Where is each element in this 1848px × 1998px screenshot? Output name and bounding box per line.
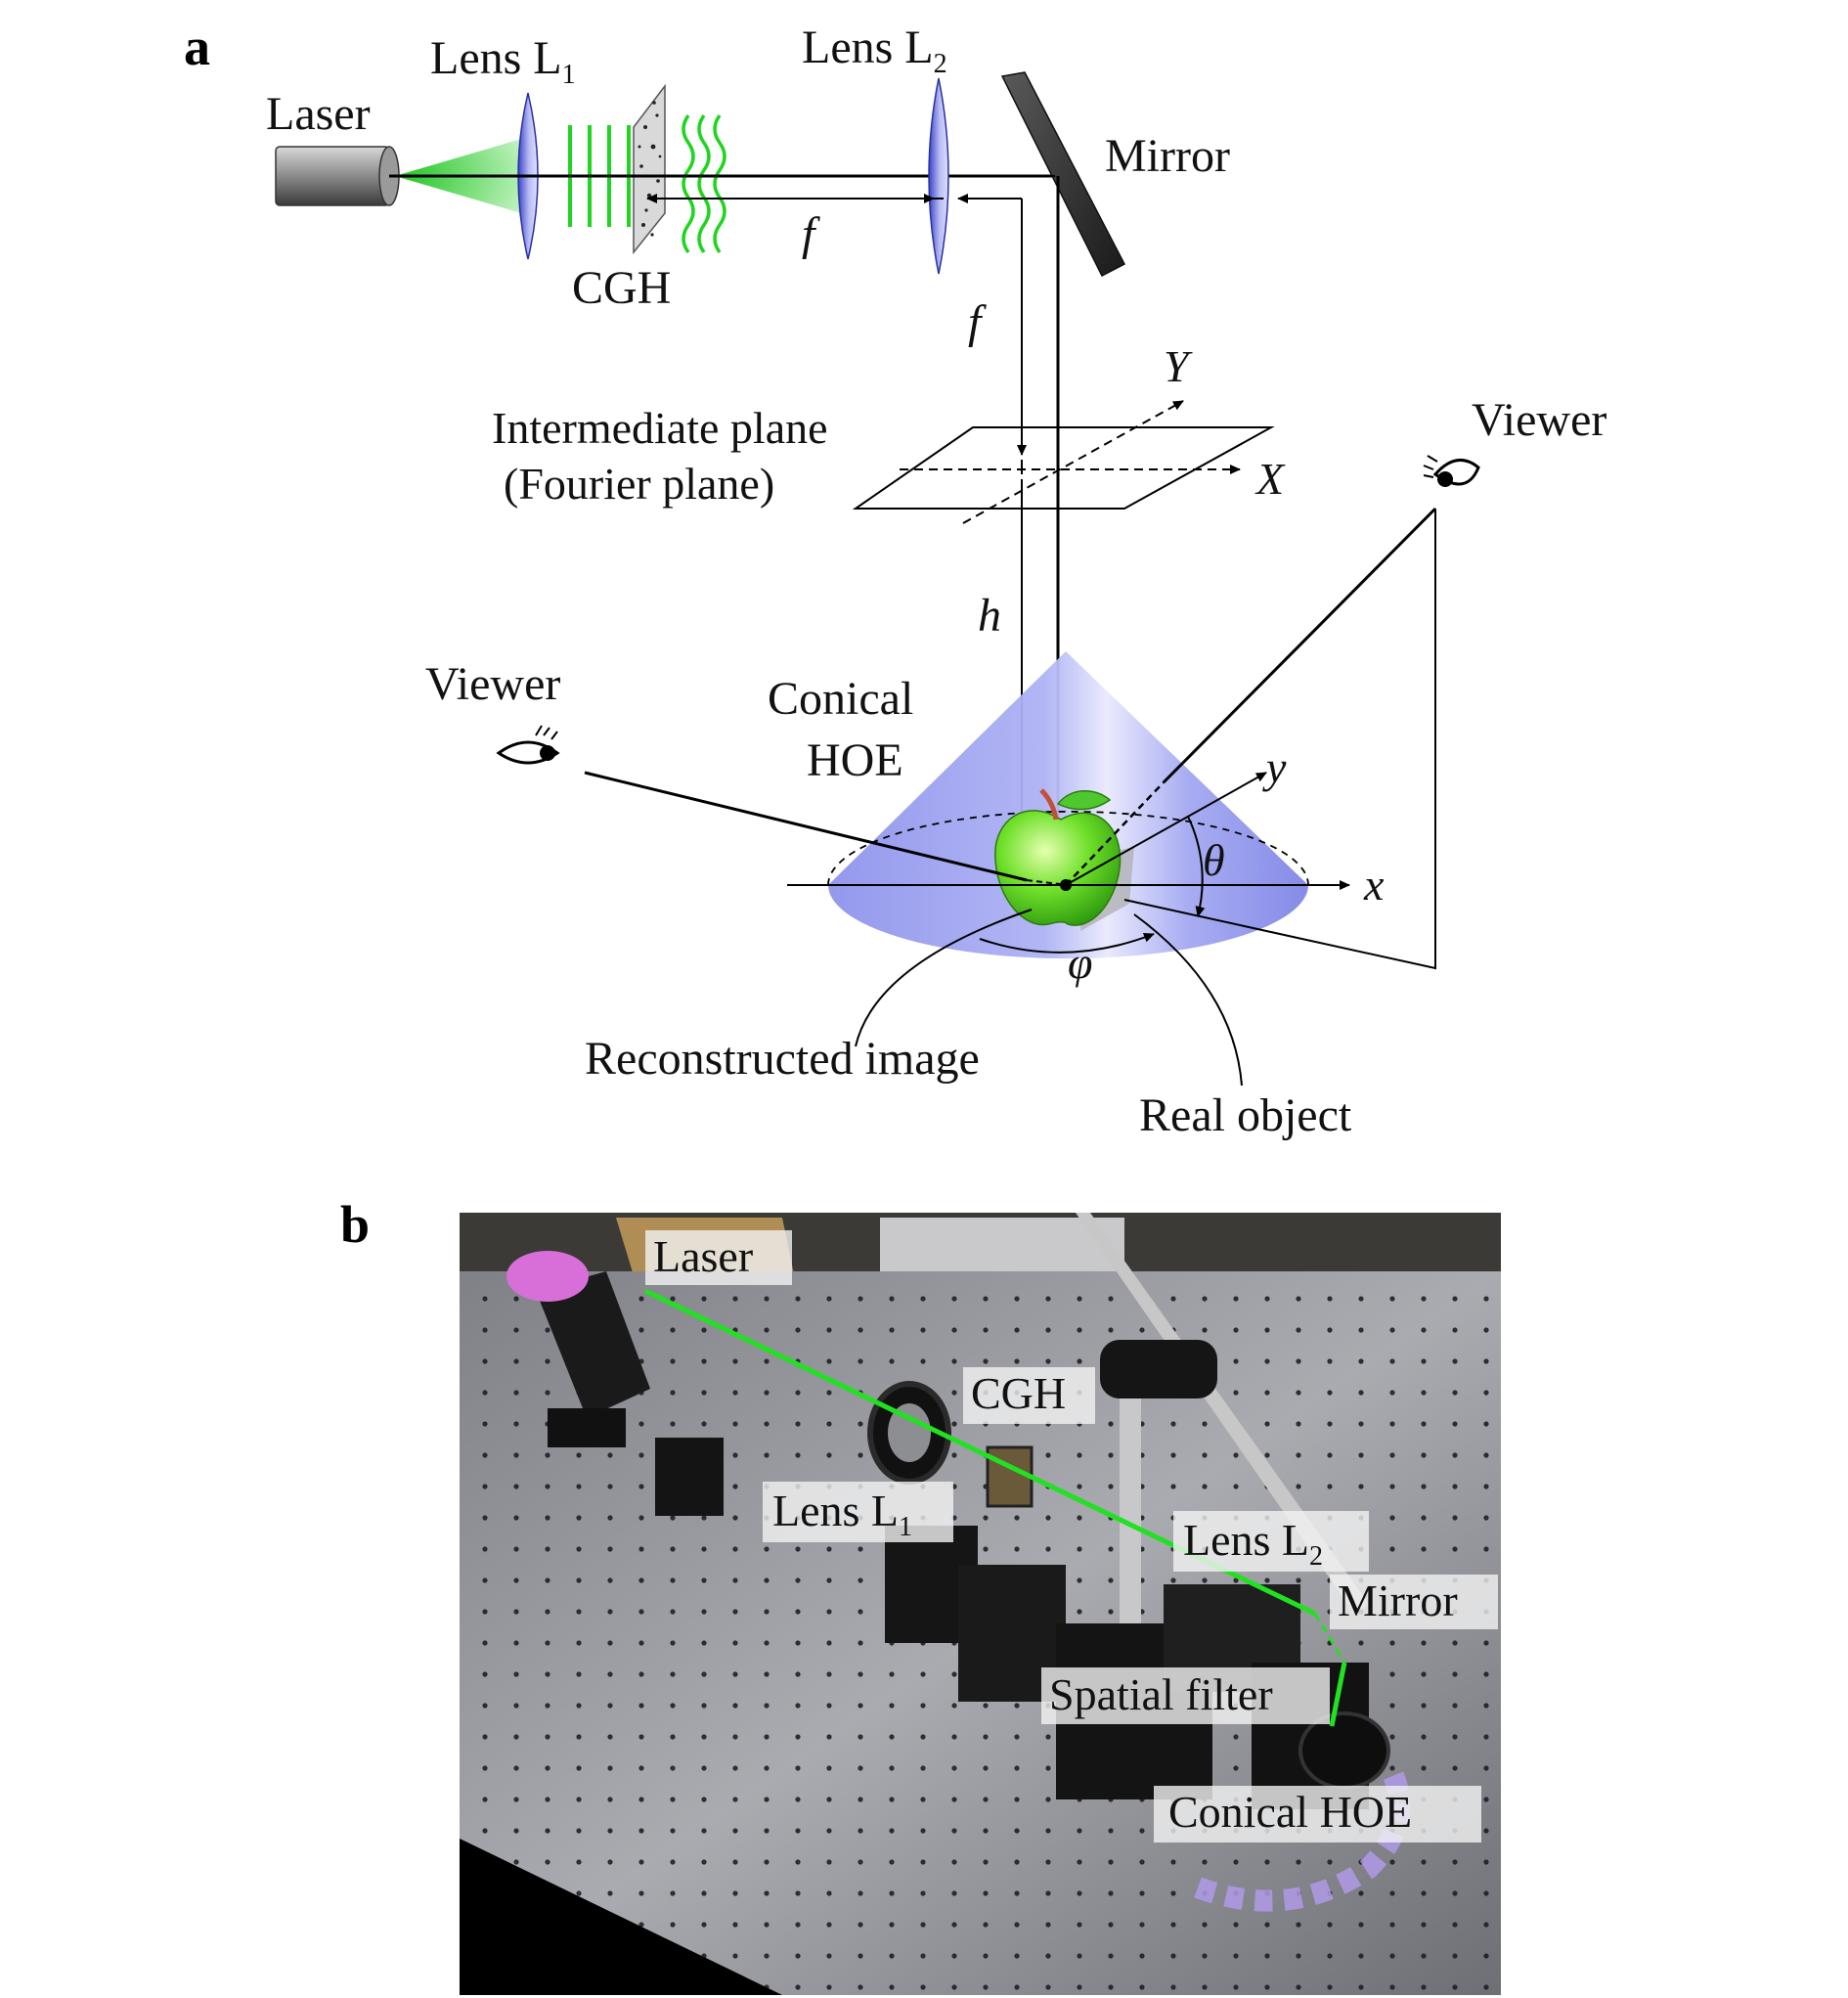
panel-b-letter: b	[340, 1195, 370, 1254]
phi-label: φ	[1068, 938, 1092, 988]
real-object-leader	[1133, 913, 1243, 1087]
apple-image	[994, 788, 1134, 931]
intermediate-Y-axis	[962, 400, 1184, 524]
cgh-plate	[633, 83, 666, 255]
reconstructed-image-label: Reconstructed image	[585, 1033, 980, 1085]
lens-l1-label: Lens L1	[430, 32, 576, 90]
photo-spatial-filter-text: Spatial filter	[1049, 1669, 1273, 1719]
photo-laser-text: Laser	[653, 1231, 753, 1281]
modulated-waves	[682, 113, 726, 254]
photo-lens-l2-text: Lens L2	[1183, 1515, 1323, 1572]
panel-b: b	[340, 1195, 1501, 1995]
photo-conical-hoe-text: Conical HOE	[1168, 1787, 1412, 1837]
intermediate-plane	[852, 426, 1275, 510]
axis-y-label: y	[1262, 742, 1287, 792]
viewer-right-label: Viewer	[1472, 394, 1606, 446]
intermediate-plane-label-1: Intermediate plane	[492, 403, 828, 453]
photo-cgh-text: CGH	[971, 1368, 1066, 1418]
photo-label-conical-hoe: Conical HOE	[1154, 1786, 1481, 1843]
axis-x-label: x	[1363, 860, 1385, 910]
phi-arc	[979, 932, 1155, 954]
lens-l2-label: Lens L2	[802, 22, 947, 79]
photo-label-lens-l2: Lens L2	[1173, 1511, 1369, 1572]
photo-label-lens-l1: Lens L1	[763, 1482, 953, 1542]
conical-hoe-label-2: HOE	[807, 734, 903, 786]
photo-label-laser: Laser	[645, 1230, 792, 1285]
panel-a: a Laser Lens L1 CGH	[184, 18, 1606, 1141]
viewer-left-eye-icon	[496, 725, 560, 765]
laser-device	[275, 146, 400, 206]
viewer-right-ray-dashed	[1065, 781, 1165, 886]
mirror-label: Mirror	[1105, 130, 1230, 182]
conical-hoe-label-1: Conical	[768, 673, 913, 725]
photo-label-mirror: Mirror	[1330, 1575, 1498, 1629]
cgh-label: CGH	[572, 262, 671, 314]
viewer-right-ray	[1162, 507, 1437, 784]
theta-arc	[1187, 816, 1206, 917]
mirror-shape	[1000, 71, 1126, 278]
h-label: h	[978, 590, 1001, 642]
origin-point	[1060, 879, 1072, 891]
reconstructed-image-leader	[855, 909, 1033, 1047]
f-vertical-label: f	[968, 296, 987, 348]
base-y-axis	[1065, 772, 1267, 886]
lens-l2-shape	[928, 77, 949, 275]
photo-label-spatial-filter: Spatial filter	[1041, 1667, 1330, 1724]
real-object-label: Real object	[1139, 1089, 1352, 1141]
viewer-right-projection	[1123, 509, 1436, 970]
panel-a-letter: a	[184, 18, 210, 76]
axis-Y-label: Y	[1164, 341, 1193, 391]
photo-mirror-text: Mirror	[1338, 1576, 1458, 1625]
photo-lens-l1-text: Lens L1	[772, 1486, 912, 1542]
theta-label: θ	[1203, 835, 1225, 885]
viewer-right-eye-icon	[1423, 455, 1480, 487]
laser-label: Laser	[266, 88, 371, 140]
f-horizontal-label: f	[802, 208, 820, 260]
photo-label-cgh: CGH	[963, 1367, 1095, 1424]
viewer-left-ray	[584, 771, 1028, 882]
intermediate-plane-label-2: (Fourier plane)	[504, 459, 774, 509]
viewer-left-label: Viewer	[425, 658, 560, 710]
axis-X-label: X	[1254, 454, 1286, 504]
